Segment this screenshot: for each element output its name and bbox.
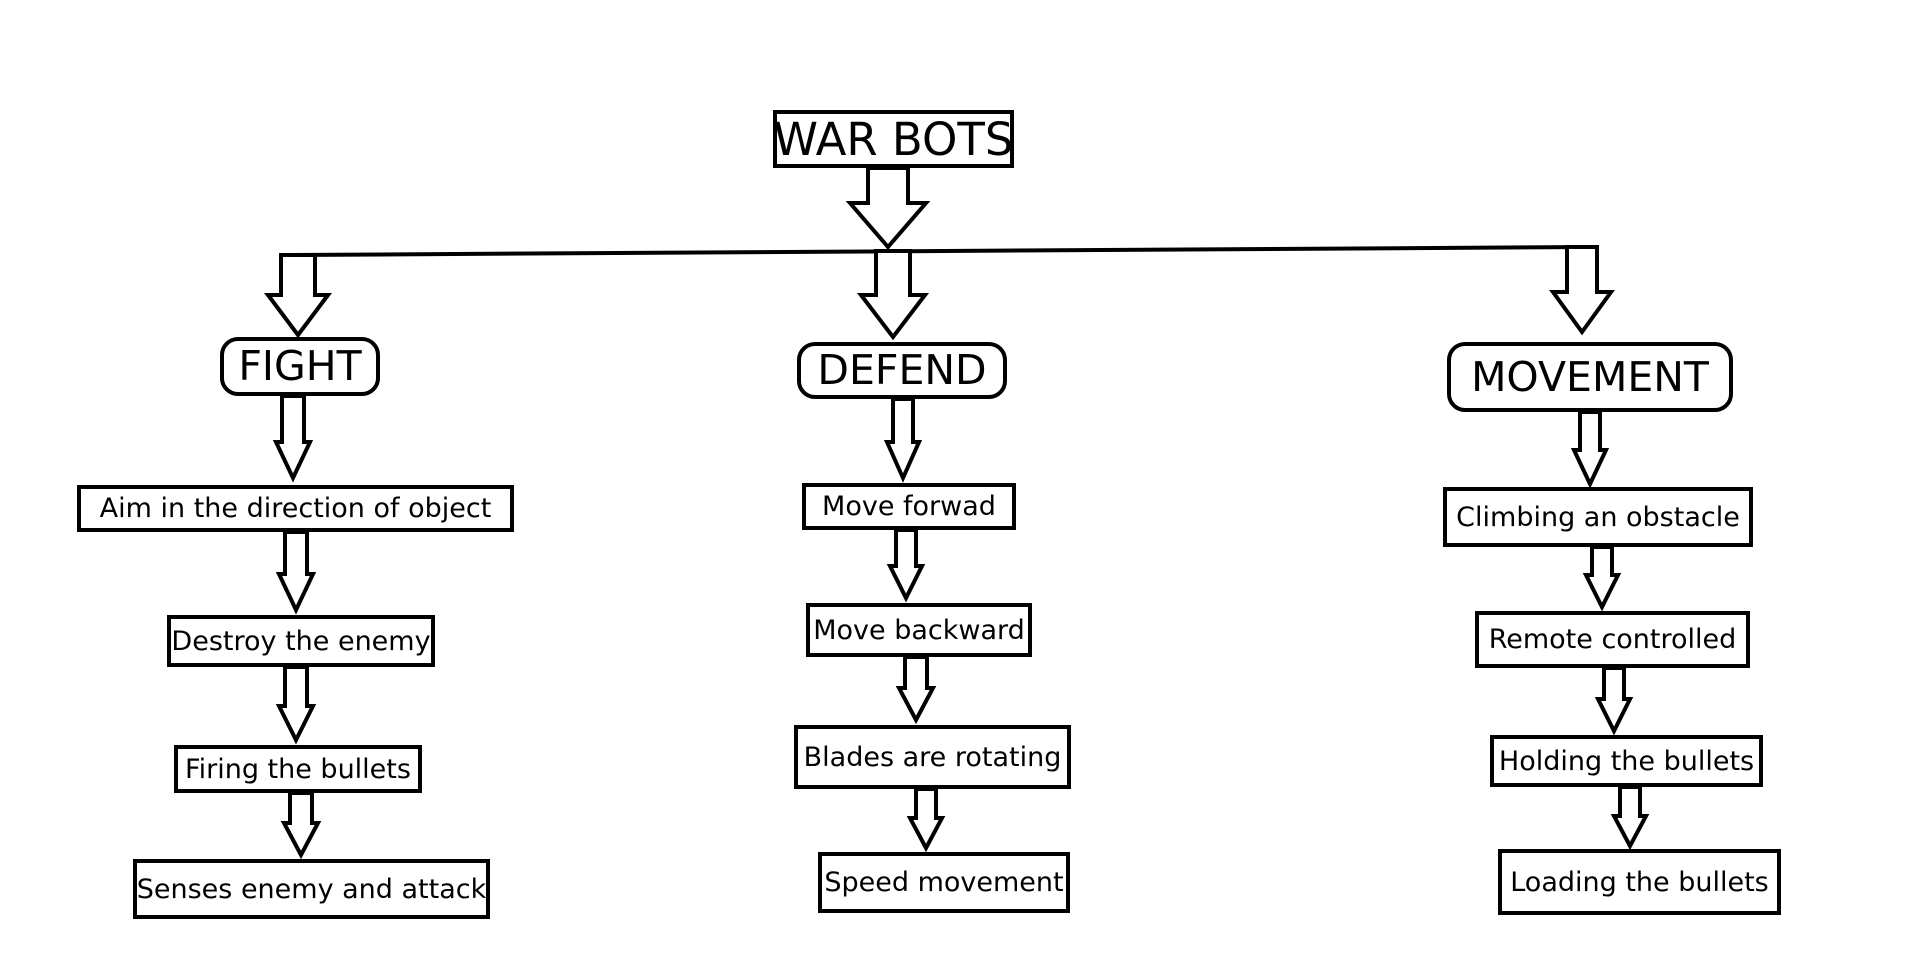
fight-step-4: Senses enemy and attack — [133, 859, 490, 919]
category-node-movement: MOVEMENT — [1447, 342, 1733, 412]
arrow-root-down — [845, 166, 931, 251]
movement-step-1-label: Climbing an obstacle — [1456, 501, 1740, 533]
root-label: WAR BOTS — [773, 112, 1014, 166]
arrow-to-defend — [856, 249, 930, 341]
root-node: WAR BOTS — [773, 110, 1014, 168]
arrow-fight-4 — [280, 791, 322, 860]
arrow-fight-3 — [275, 665, 317, 745]
movement-step-2: Remote controlled — [1475, 611, 1750, 668]
arrow-movement-1 — [1570, 410, 1610, 489]
movement-step-2-label: Remote controlled — [1488, 624, 1737, 655]
defend-step-2: Move backward — [806, 603, 1032, 657]
category-node-fight: FIGHT — [220, 337, 380, 396]
movement-step-4-label: Loading the bullets — [1510, 866, 1769, 898]
defend-step-4-label: Speed movement — [824, 867, 1064, 898]
arrow-movement-3 — [1594, 666, 1634, 736]
defend-step-2-label: Move backward — [813, 614, 1025, 646]
fight-step-1-label: Aim in the direction of object — [99, 493, 492, 524]
category-label-defend: DEFEND — [817, 346, 987, 394]
arrow-defend-4 — [906, 787, 946, 853]
fight-step-2: Destroy the enemy — [167, 615, 435, 667]
fight-step-3: Firing the bullets — [174, 745, 422, 793]
arrow-defend-3 — [895, 655, 937, 725]
category-node-defend: DEFEND — [797, 342, 1007, 399]
defend-step-3: Blades are rotating — [794, 725, 1071, 789]
arrow-movement-2 — [1582, 545, 1622, 612]
movement-step-4: Loading the bullets — [1498, 849, 1781, 915]
arrow-to-fight — [264, 253, 332, 339]
defend-step-3-label: Blades are rotating — [803, 741, 1062, 773]
defend-step-4: Speed movement — [818, 852, 1070, 913]
movement-step-3-label: Holding the bullets — [1498, 745, 1755, 777]
category-label-fight: FIGHT — [238, 342, 362, 390]
arrow-defend-2 — [886, 528, 926, 603]
movement-step-3: Holding the bullets — [1490, 735, 1763, 787]
fight-step-2-label: Destroy the enemy — [171, 625, 431, 657]
branch-line — [292, 245, 1596, 257]
category-label-movement: MOVEMENT — [1471, 352, 1709, 401]
defend-step-1: Move forwad — [802, 483, 1016, 530]
arrow-to-movement — [1549, 245, 1615, 336]
arrow-movement-4 — [1610, 785, 1650, 851]
fight-step-3-label: Firing the bullets — [185, 753, 411, 785]
arrow-fight-2 — [275, 530, 317, 615]
arrow-defend-1 — [883, 397, 923, 483]
defend-step-1-label: Move forwad — [822, 491, 996, 522]
fight-step-1: Aim in the direction of object — [77, 485, 514, 532]
arrow-fight-1 — [272, 394, 314, 483]
fight-step-4-label: Senses enemy and attack — [136, 873, 487, 905]
arrow-group — [264, 166, 1650, 860]
movement-step-1: Climbing an obstacle — [1443, 487, 1753, 547]
